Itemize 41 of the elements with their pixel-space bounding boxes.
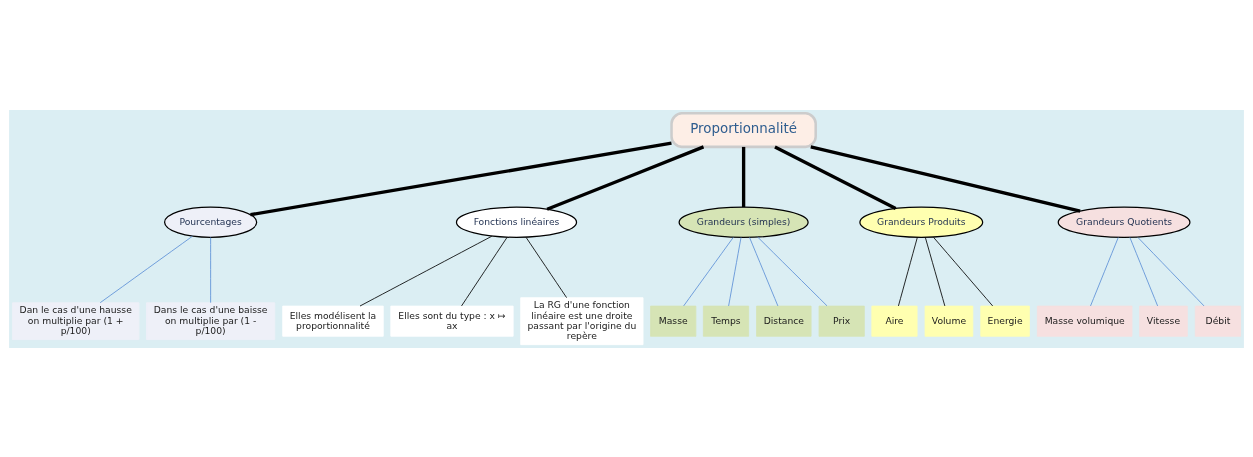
node-box: Dans le cas d'une baisse on multiplie par (1 - p/100) [146,301,276,340]
node-box: Elles sont du type : x ↦ ax [390,305,514,337]
connector [924,236,946,306]
connector [728,236,742,306]
connector [898,236,918,306]
connector [933,236,994,306]
connector [99,235,193,303]
node-box: Proportionnalité [670,111,817,148]
connector [461,236,508,306]
node-box: Débit [1194,305,1241,337]
node-box: Vitesse [1139,305,1188,337]
connector [359,235,493,306]
connector [250,141,672,216]
node-ellipse: Fonctions linéaires [455,206,578,238]
connector [741,146,746,207]
node-ellipse: Grandeurs (simples) [678,206,809,238]
node-box: Elles modélisent la proportionnalité [282,305,384,337]
connector [810,144,1081,213]
node-ellipse: Pourcentages [163,206,258,238]
connector [774,144,897,210]
node-ellipse: Grandeurs Quotients [1057,206,1191,238]
node-box: Energie [980,305,1030,337]
node-box: Distance [756,305,812,337]
connector [546,144,705,211]
connector [1137,236,1205,306]
node-box: Prix [818,305,865,337]
connector [749,236,779,306]
node-box: Aire [871,305,918,337]
connector [757,236,828,306]
node-box: Temps [702,305,750,337]
node-box: La RG d'une fonction linéaire est une droite passant par l'origine du repère [520,296,644,345]
node-box: Masse volumique [1036,305,1133,337]
connector [1129,236,1159,306]
node-box: Dan le cas d'une hausse on multiplie par (1 + p/100) [12,301,140,340]
node-box: Masse [650,305,697,337]
connector [210,236,212,303]
connector [683,236,734,306]
connector [1090,236,1119,306]
connector [525,236,568,298]
node-box: Volume [924,305,974,337]
node-ellipse: Grandeurs Produits [859,206,984,238]
